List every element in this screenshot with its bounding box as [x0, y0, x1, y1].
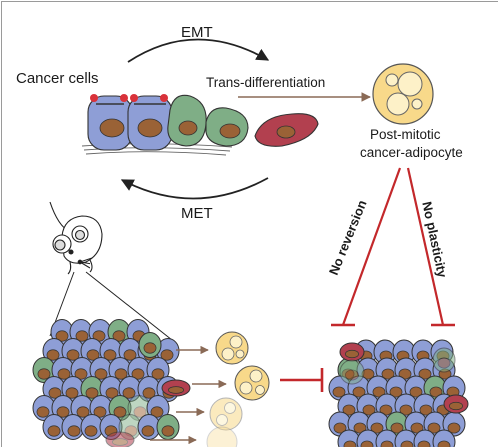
- cancer-cells-label: Cancer cells: [16, 70, 99, 87]
- tumor-cell: [69, 319, 93, 345]
- tumor-cell: [137, 414, 161, 440]
- tumor-cell: [127, 357, 151, 383]
- no-reversion-line: [341, 167, 402, 326]
- tumor-cell: [413, 429, 437, 447]
- tumor-cell: [394, 357, 418, 383]
- emerging-adipocyte: [215, 331, 249, 365]
- tumor-cell: [413, 393, 437, 419]
- tumor-cell: [127, 395, 151, 421]
- tumor-cluster: [32, 319, 191, 447]
- tumor-cell: [51, 357, 75, 383]
- tumor-cell: [138, 332, 162, 358]
- tumor-cell: [80, 414, 104, 440]
- tumor-cell: [108, 357, 132, 383]
- tumor-cell: [432, 429, 456, 447]
- tumor-cell: [366, 375, 390, 401]
- tumor-cell: [423, 375, 447, 401]
- tumor-cell: [394, 393, 418, 419]
- tumor-cell: [337, 393, 361, 419]
- emerging-adipocyte: [234, 365, 270, 401]
- zoom-line: [85, 271, 173, 341]
- tumor-cell: [118, 376, 142, 402]
- tumor-cell: [423, 411, 447, 437]
- mesenchymal-cell: [167, 94, 207, 147]
- epithelial-cell: [87, 94, 133, 151]
- met-arrow: [120, 177, 269, 200]
- tumor-cell: [50, 319, 74, 345]
- tumor-cell: [61, 414, 85, 440]
- tumor-cell: [339, 342, 365, 362]
- cancer-adipocyte: [372, 63, 434, 125]
- mouse-illustration: [49, 201, 103, 275]
- tumor-cell: [70, 395, 94, 421]
- tumor-cell: [411, 339, 435, 365]
- tumor-cell: [105, 431, 135, 447]
- epithelial-cell: [127, 94, 173, 151]
- post-mitotic-label: Post-mitotic: [370, 127, 441, 142]
- tumor-cell: [347, 411, 371, 437]
- tumor-cell: [394, 429, 418, 447]
- tumor-cell: [339, 359, 365, 385]
- emerging-adipocyte: [209, 397, 243, 431]
- tumor-cell: [32, 357, 56, 383]
- emt-arrow: [127, 38, 270, 63]
- emerging-adipocyte: [206, 426, 238, 447]
- tumor-cell: [375, 357, 399, 383]
- tumor-cell: [61, 338, 85, 364]
- tumor-cell: [80, 376, 104, 402]
- tumor-cell: [366, 411, 390, 437]
- tumor-cell: [161, 379, 191, 397]
- tumor-cell: [156, 414, 180, 440]
- no-plasticity-line: [406, 167, 445, 326]
- tumor-cell: [328, 411, 352, 437]
- tumor-cell: [108, 395, 132, 421]
- tumor-cell: [146, 357, 170, 383]
- trans-differentiation-label: Trans-differentiation: [206, 75, 326, 90]
- tumor-cell: [413, 357, 437, 383]
- met-label: MET: [181, 205, 213, 222]
- cancer-adipocyte-label: cancer-adipocyte: [360, 145, 463, 160]
- tumor-cell: [356, 429, 380, 447]
- tumor-cluster: [328, 339, 469, 447]
- tumor-cell: [432, 347, 456, 373]
- emt-label: EMT: [181, 24, 213, 41]
- tumor-cell: [118, 338, 142, 364]
- elongated-cell: [254, 113, 319, 147]
- mesenchymal-cell: [205, 107, 249, 147]
- tumor-cell: [443, 394, 469, 414]
- tumor-cell: [107, 319, 131, 345]
- tumor-cell: [88, 319, 112, 345]
- tumor-cell: [375, 429, 399, 447]
